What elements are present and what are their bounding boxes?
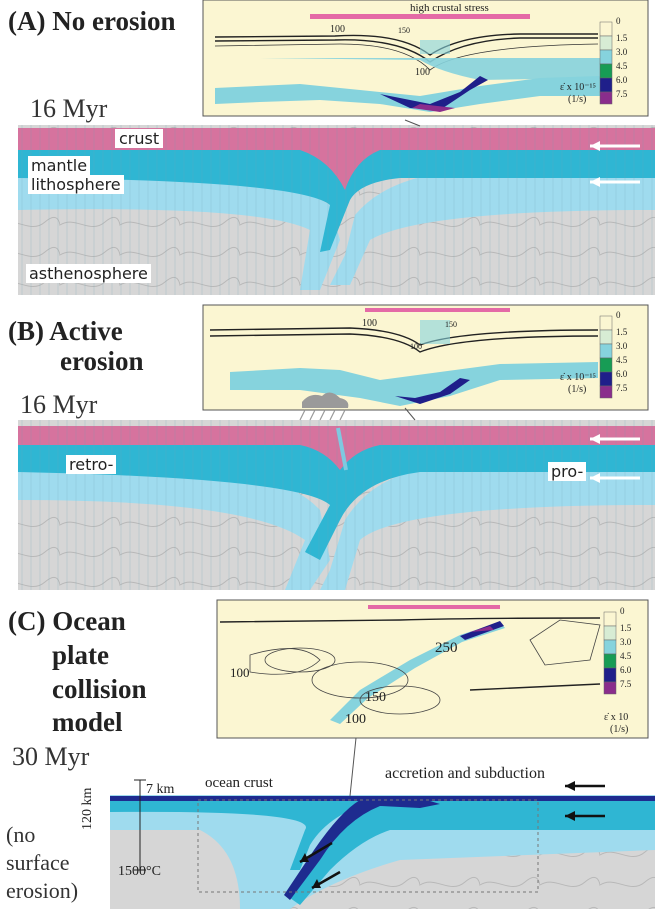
- cloud-icon: [302, 392, 349, 408]
- cbar-c-1: 1.5: [620, 623, 632, 633]
- label-120km: 120 km: [80, 787, 95, 830]
- note-line-1: (no: [6, 822, 36, 847]
- colorbar-c: [603, 611, 617, 695]
- contour-c-3: 150: [365, 690, 386, 705]
- panel-c-title-2: plate: [52, 640, 109, 670]
- cbar-b-1: 1.5: [616, 327, 628, 337]
- layer-lithosphere: lithosphere: [28, 175, 124, 194]
- cbar-b-2: 3.0: [616, 341, 628, 351]
- note-line-3: erosion): [6, 878, 79, 903]
- layer-mantle: mantle: [28, 156, 91, 175]
- cbar-a-2: 3.0: [616, 47, 628, 57]
- stress-bar-a: [310, 14, 530, 19]
- colorbar-a: [599, 21, 613, 105]
- unit-b: ε̇ x 10⁻¹⁵: [560, 372, 596, 383]
- label-1500c: 1500°C: [118, 864, 161, 879]
- cbar-a-1: 1.5: [616, 33, 628, 43]
- panel-c-time: 30 Myr: [12, 742, 90, 771]
- cbar-a-5: 7.5: [616, 89, 628, 99]
- layer-crust: crust: [115, 129, 164, 148]
- contour-c-4: 100: [345, 712, 366, 727]
- cbar-a-3: 4.5: [616, 61, 628, 71]
- panel-c-title-4: model: [52, 707, 123, 737]
- label-ocean-crust: ocean crust: [205, 775, 273, 791]
- panel-c-inset: [216, 599, 649, 739]
- cbar-a-4: 6.0: [616, 75, 628, 85]
- cbar-b-0: 0: [616, 310, 621, 320]
- label-pro: pro-: [548, 462, 587, 481]
- stress-label-a: high crustal stress: [410, 2, 489, 14]
- contour-a-1: 100: [330, 24, 345, 35]
- label-7km: 7 km: [146, 782, 175, 797]
- cbar-c-3: 4.5: [620, 651, 632, 661]
- contour-a-3: 100: [415, 67, 430, 78]
- cbar-c-4: 6.0: [620, 665, 632, 675]
- contour-b-1: 100: [362, 318, 377, 329]
- panel-a-inset: [202, 0, 649, 117]
- panel-c-main: [110, 737, 655, 909]
- contour-c-1: 100: [230, 665, 250, 680]
- panel-a-time: 16 Myr: [30, 94, 108, 123]
- unit2-b: (1/s): [568, 384, 587, 395]
- contour-a-2: 150: [398, 26, 410, 35]
- label-accretion: accretion and subduction: [385, 765, 545, 782]
- panel-c-title-1: (C) Ocean: [8, 606, 126, 636]
- panel-b-inset: [202, 304, 649, 411]
- note-line-2: surface: [6, 850, 70, 875]
- panel-b-title-2: erosion: [60, 346, 144, 376]
- contour-c-2: 250: [435, 640, 458, 656]
- unit2-c: (1/s): [610, 724, 629, 735]
- panel-b-title-1: (B) Active: [8, 316, 123, 346]
- label-retro: retro-: [66, 455, 117, 474]
- panel-b-main: [18, 392, 655, 590]
- layer-asthenosphere: asthenosphere: [26, 264, 151, 283]
- panel-c-title-3: collision: [52, 674, 147, 704]
- unit-a: ε̇ x 10⁻¹⁵: [560, 82, 596, 93]
- cbar-b-5: 7.5: [616, 383, 628, 393]
- colorbar-b: [599, 315, 613, 399]
- cbar-c-5: 7.5: [620, 679, 632, 689]
- unit2-a: (1/s): [568, 94, 587, 105]
- stress-bar-b: [365, 308, 510, 312]
- panel-a-title: (A) No erosion: [8, 6, 176, 36]
- unit-c: ε̇ x 10: [604, 712, 629, 723]
- cbar-c-0: 0: [620, 606, 625, 616]
- cbar-a-0: 0: [616, 16, 621, 26]
- cbar-b-3: 4.5: [616, 355, 628, 365]
- contour-b-3: 100: [410, 342, 422, 351]
- panel-b-time: 16 Myr: [20, 390, 98, 419]
- cbar-b-4: 6.0: [616, 369, 628, 379]
- cbar-c-2: 3.0: [620, 637, 632, 647]
- stress-bar-c: [368, 605, 500, 609]
- contour-b-2: 150: [445, 320, 457, 329]
